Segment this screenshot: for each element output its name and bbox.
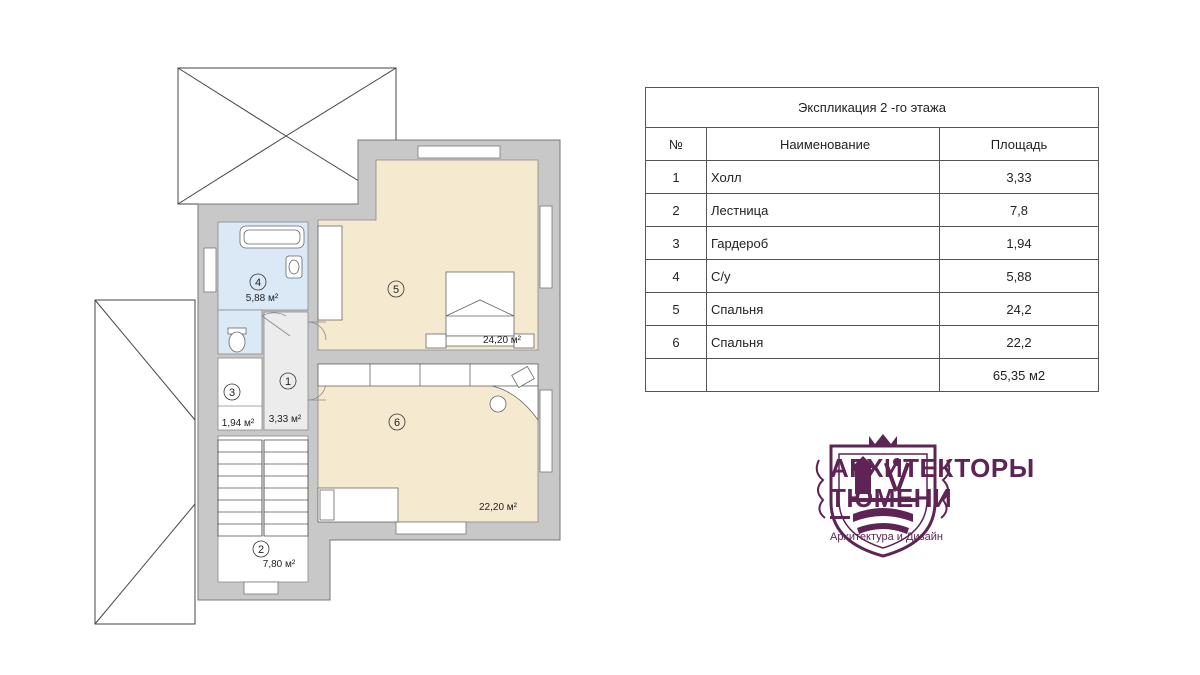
emblem-icon (815, 434, 951, 558)
row-area: 7,8 (939, 193, 1099, 227)
room-3-floor (217, 357, 263, 431)
row-area: 3,33 (939, 160, 1099, 194)
room-5-area: 24,20 м² (483, 335, 522, 346)
room-5-furniture (317, 225, 535, 349)
row-area: 5,88 (939, 259, 1099, 293)
row-number: 3 (645, 226, 707, 260)
row-name: Спальня (706, 292, 940, 326)
brand-name-line1: АРХИТЕКТОРЫ (830, 453, 1035, 483)
table-row: 6 Спальня 22,2 (645, 325, 1099, 359)
header-name: Наименование (706, 127, 940, 161)
total-row: 65,35 м2 (645, 358, 1099, 392)
roof-left (94, 299, 196, 625)
room-6-furniture (317, 363, 539, 523)
brand-tagline: Архитектура и Дизайн (830, 531, 943, 543)
explication-title: Экспликация 2 -го этажа (645, 87, 1099, 128)
room-2-label: 2 7,80 м² (252, 540, 296, 570)
emblem-inner-icon (849, 456, 917, 534)
room-3-number: 3 (229, 387, 235, 399)
header-area: Площадь (939, 127, 1099, 161)
table-row: 5 Спальня 24,2 (645, 292, 1099, 326)
room-5-number: 5 (393, 284, 399, 296)
brand-name: АРХИТЕКТОРЫ ТЮМЕНИ (830, 453, 1035, 513)
staircase (217, 439, 309, 537)
explication-header-row: № Наименование Площадь (645, 127, 1099, 161)
row-area: 22,2 (939, 325, 1099, 359)
room-6-number: 6 (394, 417, 400, 429)
room-2-number: 2 (258, 544, 264, 556)
room-3-area: 1,94 м² (222, 418, 255, 429)
explication-title-row: Экспликация 2 -го этажа (645, 87, 1099, 128)
doors (261, 312, 327, 401)
table-row: 4 С/у 5,88 (645, 259, 1099, 293)
explication-table: Экспликация 2 -го этажа № Наименование П… (645, 87, 1099, 392)
room-2-area: 7,80 м² (263, 559, 296, 570)
row-number: 5 (645, 292, 707, 326)
room-3-label: 3 1,94 м² (222, 383, 255, 429)
roof-top (177, 67, 397, 205)
row-name: Холл (706, 160, 940, 194)
floor-plan: 5 24,20 м² 6 22,20 м² 4 5,88 м² 1 3,33 м… (94, 67, 561, 625)
room-4-area: 5,88 м² (246, 293, 279, 304)
header-number: № (645, 127, 707, 161)
bathroom-fixtures (227, 225, 305, 353)
room-1-area: 3,33 м² (269, 414, 302, 425)
total-area: 65,35 м2 (939, 358, 1099, 392)
table-row: 2 Лестница 7,8 (645, 193, 1099, 227)
room-4-label: 4 5,88 м² (246, 273, 279, 304)
row-name: Спальня (706, 325, 940, 359)
table-row: 3 Гардероб 1,94 (645, 226, 1099, 260)
row-number: 4 (645, 259, 707, 293)
room-1-number: 1 (285, 376, 291, 388)
row-name: Гардероб (706, 226, 940, 260)
room-6-label: 6 22,20 м² (388, 413, 518, 513)
room-6-area: 22,20 м² (479, 502, 518, 513)
room-1-label: 1 3,33 м² (269, 372, 302, 425)
row-area: 24,2 (939, 292, 1099, 326)
room-4-number: 4 (255, 277, 261, 289)
row-number: 2 (645, 193, 707, 227)
table-row: 1 Холл 3,33 (645, 160, 1099, 194)
brand-divider (830, 516, 850, 519)
row-number: 6 (645, 325, 707, 359)
row-name: Лестница (706, 193, 940, 227)
brand-emblem (815, 434, 951, 558)
brand-name-line2: ТЮМЕНИ (830, 483, 953, 513)
row-name: С/у (706, 259, 940, 293)
windows (203, 145, 553, 595)
room-5-label: 5 24,20 м² (387, 280, 522, 346)
room-1-floor (263, 311, 309, 431)
row-number: 1 (645, 160, 707, 194)
row-area: 1,94 (939, 226, 1099, 260)
